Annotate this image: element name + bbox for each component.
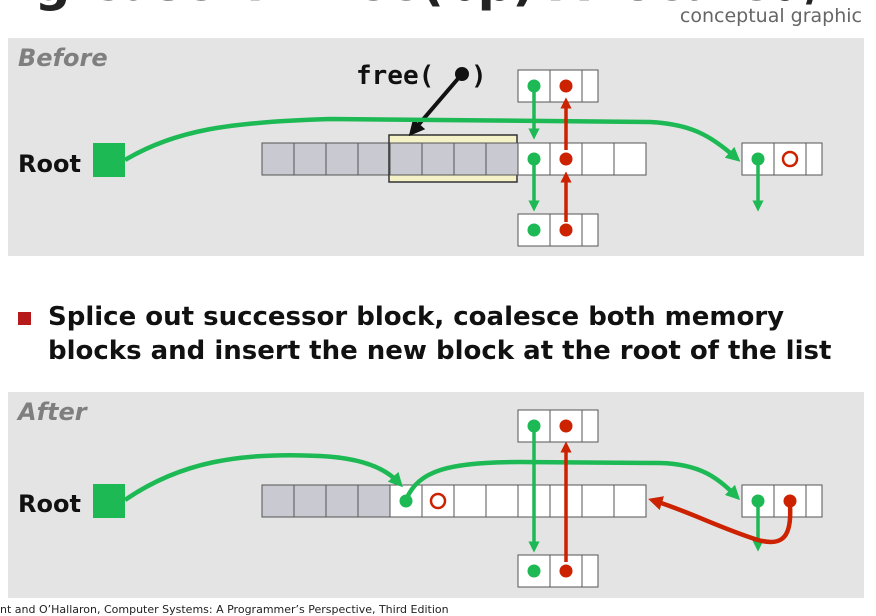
before-root-link-arrow xyxy=(123,116,741,162)
before-root-node xyxy=(93,143,125,177)
after-root-node xyxy=(93,484,125,518)
before-label: Before xyxy=(18,44,108,72)
before-freed-block xyxy=(389,142,519,176)
before-root-label: Root xyxy=(18,150,81,178)
before-upper-prev-dot xyxy=(559,79,573,93)
before-successor-prev-dot xyxy=(559,152,573,166)
before-successor-next-dot xyxy=(527,152,541,166)
after-root-label: Root xyxy=(18,490,81,518)
before-right-null-prev-icon xyxy=(781,150,799,168)
after-block-next-dot xyxy=(399,494,413,508)
before-lower-prev-dot xyxy=(559,223,573,237)
before-right-next-dot xyxy=(751,152,765,166)
after-root-link-arrow xyxy=(123,452,403,502)
citation-footer: nt and O’Hallaron, Computer Systems: A P… xyxy=(0,603,449,616)
before-lower-next-dot xyxy=(527,223,541,237)
after-allocated-block xyxy=(261,484,391,518)
conceptual-graphic-note: conceptual graphic xyxy=(679,5,862,27)
after-block-null-prev-icon xyxy=(429,492,447,510)
bullet-text: Splice out successor block, coalesce bot… xyxy=(48,302,832,366)
after-upper-prev-dot xyxy=(559,419,573,433)
after-graphic: Root xyxy=(18,409,823,588)
before-allocated-block xyxy=(261,142,391,176)
free-call-label: free( xyxy=(356,61,434,91)
after-lower-next-dot xyxy=(527,564,541,578)
after-block-next-arrow xyxy=(403,459,741,501)
after-right-prev-arrow xyxy=(648,496,793,545)
before-graphic: Root xyxy=(18,61,823,247)
slide-title-fragment: ng Case 4: Free(bp) Allocated/Freed ... xyxy=(0,0,876,14)
before-upper-next-dot xyxy=(527,79,541,93)
after-right-prev-dot xyxy=(783,494,797,508)
after-right-next-dot xyxy=(751,494,765,508)
bullet-square-icon xyxy=(18,312,31,325)
after-upper-next-dot xyxy=(527,419,541,433)
after-coalesced-block xyxy=(389,484,647,518)
after-lower-prev-dot xyxy=(559,564,573,578)
after-label: After xyxy=(18,398,87,426)
free-call-close: ) xyxy=(471,61,487,91)
